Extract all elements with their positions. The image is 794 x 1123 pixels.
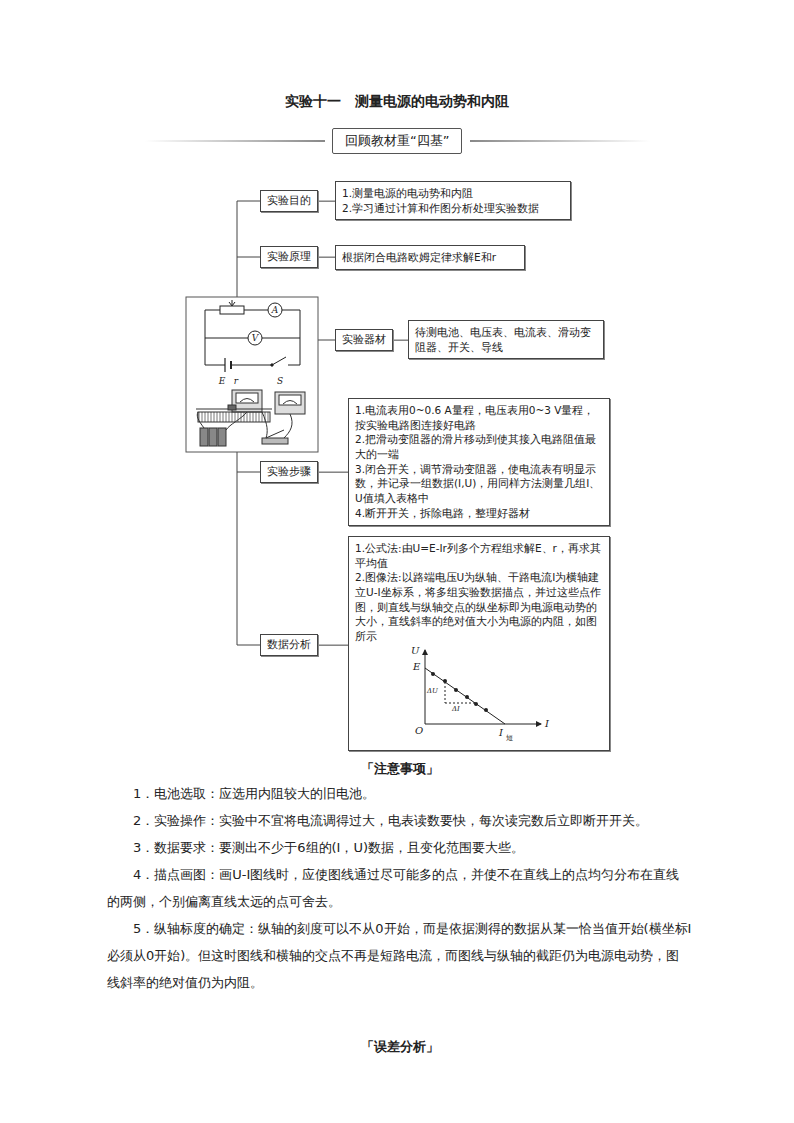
box-text: 根据闭合电路欧姆定律求解E和r bbox=[342, 250, 518, 265]
box-text: 1.电流表用0~0.6 A量程，电压表用0~3 V量程，按实验电路图连接好电路 bbox=[355, 403, 603, 432]
branch-connector bbox=[318, 201, 335, 202]
box-text: 待测电池、电压表、电流表、滑动变阻器、开关、导线 bbox=[415, 325, 597, 354]
note-paragraph: 2．实验操作：实验中不宜将电流调得过大，电表读数要快，每次读完数后立即断开开关。 bbox=[107, 807, 692, 834]
intercept-label: I bbox=[499, 728, 503, 738]
content-box: 待测电池、电压表、电流表、滑动变阻器、开关、导线 bbox=[408, 320, 604, 359]
box-text: 实验目的 bbox=[267, 194, 311, 208]
content-box: 1.电流表用0~0.6 A量程，电压表用0~3 V量程，按实验电路图连接好电路2… bbox=[348, 398, 610, 526]
apparatus-picture bbox=[196, 390, 305, 446]
voltmeter-label: V bbox=[252, 334, 259, 343]
intercept-subscript: 短 bbox=[506, 735, 513, 742]
box-text: 4.断开开关，拆除电路，整理好器材 bbox=[355, 506, 603, 521]
content-box: 1.公式法:由U=E-Ir列多个方程组求解E、r，再求其平均值2.图像法:以路端… bbox=[348, 536, 610, 751]
emf-label: E bbox=[219, 377, 226, 386]
branch-connector bbox=[318, 472, 348, 473]
ammeter-label: A bbox=[272, 306, 279, 315]
delta-label: ΔU bbox=[427, 688, 438, 695]
category-box: 实验目的 bbox=[260, 190, 318, 212]
switch-label: S bbox=[277, 377, 283, 386]
resistance-label: r bbox=[234, 377, 238, 386]
branch-connector bbox=[318, 645, 348, 646]
box-text: 2.把滑动变阻器的滑片移动到使其接入电路阻值最大的一端 bbox=[355, 432, 603, 461]
box-text: 实验原理 bbox=[267, 250, 311, 264]
box-text: 实验器材 bbox=[342, 333, 386, 347]
note-paragraph: 1．电池选取：应选用内阻较大的旧电池。 bbox=[107, 780, 692, 807]
note-paragraph: 5．纵轴标度的确定：纵轴的刻度可以不从0开始，而是依据测得的数据从某一恰当值开始… bbox=[107, 915, 692, 996]
box-text: 回顾教材重“四基” bbox=[345, 132, 449, 150]
box-text: 实验步骤 bbox=[267, 465, 311, 479]
u-i-graph bbox=[355, 646, 603, 746]
box-text: 2.学习通过计算和作图分析处理实验数据 bbox=[342, 201, 564, 216]
section-heading: 「注意事项」 bbox=[107, 758, 692, 780]
box-text: 3.闭合开关，调节滑动变阻器，使电流表有明显示数，并记录一组数据(I,U)，用同… bbox=[355, 462, 603, 506]
category-box: 实验器材 bbox=[335, 329, 393, 351]
box-text: 1.公式法:由U=E-Ir列多个方程组求解E、r，再求其平均值 bbox=[355, 541, 603, 570]
section-banner: 回顾教材重“四基” bbox=[332, 128, 462, 154]
illustration-frame bbox=[186, 297, 318, 452]
delta-label: ΔI bbox=[452, 706, 460, 713]
box-text: 2.图像法:以路端电压U为纵轴、干路电流I为横轴建立U-I坐标系，将多组实验数据… bbox=[355, 570, 603, 643]
axis-label: E bbox=[413, 662, 420, 672]
category-box: 数据分析 bbox=[260, 634, 318, 656]
axis-label: U bbox=[411, 646, 419, 656]
box-text: 数据分析 bbox=[267, 638, 311, 652]
note-paragraph: 4．描点画图：画U-I图线时，应使图线通过尽可能多的点，并使不在直线上的点均匀分… bbox=[107, 861, 692, 915]
branch-connector bbox=[393, 340, 408, 341]
section-heading: 「误差分析」 bbox=[107, 1036, 692, 1058]
page-title: 实验十一 测量电源的电动势和内阻 bbox=[0, 93, 794, 111]
origin-label: O bbox=[415, 726, 423, 736]
box-text: 1.测量电源的电动势和内阻 bbox=[342, 186, 564, 201]
graph-area: UEΔUΔIOI短I bbox=[355, 646, 603, 746]
content-box: 根据闭合电路欧姆定律求解E和r bbox=[335, 245, 525, 270]
category-box: 实验步骤 bbox=[260, 461, 318, 483]
content-box: 1.测量电源的电动势和内阻2.学习通过计算和作图分析处理实验数据 bbox=[335, 181, 571, 220]
circuit-schematic bbox=[205, 300, 300, 372]
branch-connector bbox=[318, 257, 335, 258]
category-box: 实验原理 bbox=[260, 246, 318, 268]
axis-label: I bbox=[545, 719, 549, 729]
note-paragraph: 3．数据要求：要测出不少于6组的(I，U)数据，且变化范围要大些。 bbox=[107, 834, 692, 861]
